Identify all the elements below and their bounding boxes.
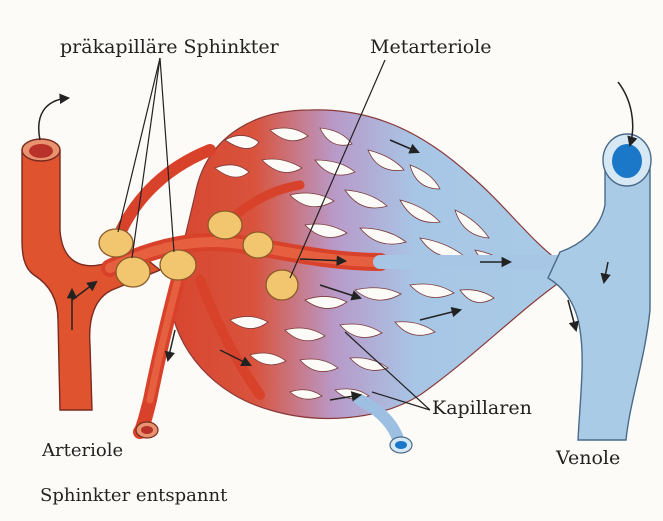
capillaries-label: Kapillaren [432,399,532,418]
leader-sphincter-2 [160,58,174,252]
sphincter-1 [99,229,133,257]
diagram-caption: Sphinkter entspannt [40,487,227,505]
precapillary-sphincters-label: präkapilläre Sphinkter [60,38,279,57]
sphincter-6 [266,270,298,300]
venule-label: Venole [556,449,620,468]
sphincter-2 [116,257,150,287]
arrow-arteriole-exit [39,98,68,140]
metarteriole-label: Metarteriole [370,38,492,57]
arteriole-label: Arteriole [42,442,123,460]
sphincter-4 [208,211,242,239]
vessel-stubs [136,422,412,453]
venule-vessel [548,134,651,440]
sphincter-3 [160,250,196,280]
sphincter-5 [243,232,273,258]
